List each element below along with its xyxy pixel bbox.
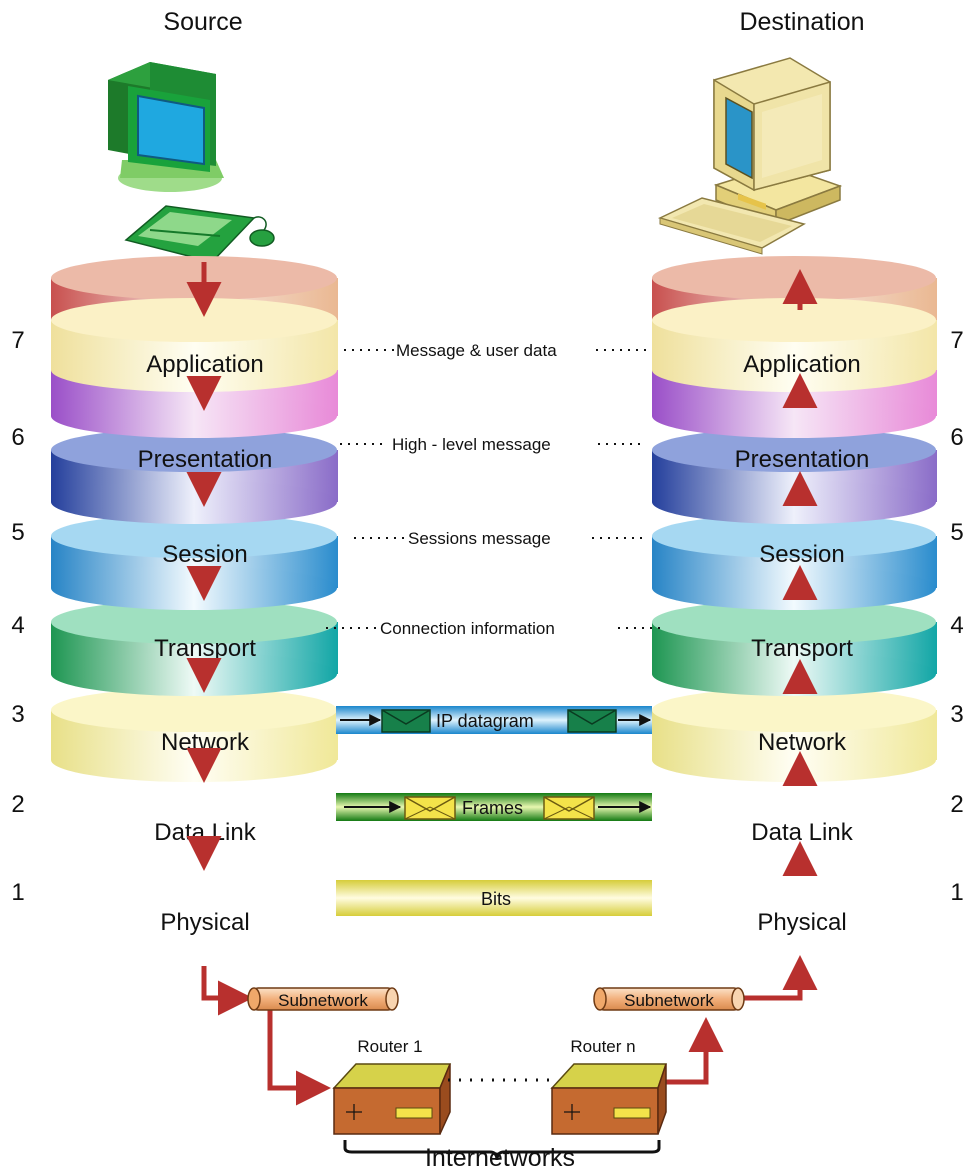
destination-layer-name: Presentation [735,446,870,473]
envelope-icon [567,709,617,733]
subnetwork-left: Subnetwork [247,987,399,1011]
layer-number-right: 4 [950,612,963,639]
layer-number-left: 5 [11,519,24,546]
destination-layer-name: Application [743,351,860,378]
source-layer-transport [51,428,338,524]
layer-number-right: 3 [950,701,963,728]
destination-layer-name: Data Link [751,819,853,846]
subnetwork-right: Subnetwork [593,987,745,1011]
layer-number-right: 1 [950,879,963,906]
subnetwork-left-label: Subnetwork [278,991,368,1010]
layer-number-right: 2 [950,791,963,818]
subnetwork-right-label: Subnetwork [624,991,714,1010]
destination-computer-icon [657,57,843,255]
source-flow-arrows [186,262,253,1016]
physical-band: Bits [336,880,652,916]
peer-link-presentation: High - level message [340,435,646,454]
datalink-band: Frames [336,793,652,821]
destination-layer-transport [652,428,937,524]
router-symbol-icon [564,1104,580,1120]
destination-layer-application [652,298,937,392]
source-label: Source [163,8,242,36]
source-layer-name: Application [146,351,263,378]
peer-label-application: Message & user data [396,341,557,360]
envelope-icon [404,796,456,820]
source-layer-name: Network [161,729,250,756]
layer-number-left: 6 [11,424,24,451]
destination-label: Destination [739,8,864,36]
destination-layer-name: Session [759,541,844,568]
destination-layer-name: Network [758,729,847,756]
router-1-label: Router 1 [357,1037,422,1056]
destination-layer-network [652,514,937,610]
source-layer-network [51,514,338,610]
source-computer-icon [108,62,275,263]
layer-number-left: 4 [11,612,24,639]
source-layer-name: Physical [160,909,249,936]
peer-label-presentation: High - level message [392,435,551,454]
peer-label-transport: Connection information [380,619,555,638]
peer-link-transport: Connection information [326,619,660,638]
router-1-icon [332,1063,452,1135]
envelope-icon [543,796,595,820]
router-n-label: Router n [570,1037,635,1056]
layer-number-right: 6 [950,424,963,451]
peer-label-network: IP datagram [436,711,534,731]
layer-number-left: 1 [11,879,24,906]
internetworks-label: Internetworks [425,1144,575,1171]
source-layer-name: Transport [154,635,256,662]
layer-number-right: 5 [950,519,963,546]
source-layer-stack [51,256,338,782]
router-n-icon [550,1063,668,1135]
network-band: IP datagram [336,706,652,734]
layer-number-left: 2 [11,791,24,818]
internetworks-brace [343,1140,661,1161]
layer-number-right: 7 [950,327,963,354]
peer-link-application: Message & user data [344,341,646,360]
source-layer-application [51,298,338,392]
source-layer-name: Presentation [138,446,273,473]
source-layer-name: Data Link [154,819,256,846]
layer-number-left: 7 [11,327,24,354]
router-symbol-icon [346,1104,362,1120]
layer-number-left: 3 [11,701,24,728]
envelope-icon [381,709,431,733]
destination-layer-name: Transport [751,635,853,662]
peer-link-session: Sessions message [354,529,646,548]
destination-layer-stack [652,256,937,782]
peer-label-datalink: Frames [462,798,523,818]
source-layer-name: Session [162,541,247,568]
peer-label-session: Sessions message [408,529,551,548]
destination-flow-arrows [267,269,818,1106]
destination-layer-name: Physical [757,909,846,936]
peer-label-physical: Bits [481,889,511,909]
